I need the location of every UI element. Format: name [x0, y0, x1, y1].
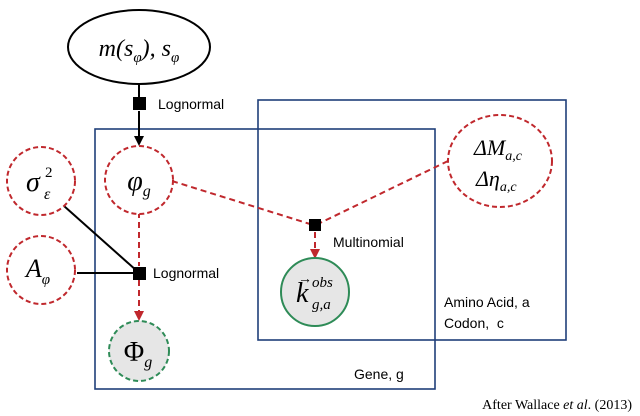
- node-phi: [104, 145, 174, 215]
- node-Phi-observed: [108, 320, 170, 382]
- node-sigma-sub: ε: [44, 186, 51, 203]
- factor-square-top: [133, 97, 146, 110]
- plate-amino-label-line1: Amino Acid, a: [444, 294, 530, 310]
- node-k-arrow: →: [298, 272, 312, 287]
- factor-label-top: Lognormal: [158, 96, 224, 112]
- node-deltaEta-label: Δηa,c: [475, 166, 517, 195]
- plate-gene-label: Gene, g: [354, 366, 404, 382]
- factor-label-multinomial: Multinomial: [333, 234, 404, 250]
- node-phi-label: φg: [127, 166, 151, 200]
- factor-label-bottom: Lognormal: [153, 265, 219, 281]
- node-delta: [447, 114, 553, 208]
- edge-sigma-to-factor: [63, 205, 138, 272]
- factor-square-multinomial: [309, 219, 321, 231]
- edge-delta-to-multinomial: [319, 160, 449, 224]
- edge-phi-to-multinomial: [171, 180, 311, 225]
- plate-amino-label-line2: Codon, c: [444, 315, 504, 331]
- node-sigma-sup: 2: [45, 165, 53, 181]
- node-k-base: k: [296, 278, 309, 309]
- plate-amino-codon: [257, 99, 567, 341]
- plate-gene: [94, 128, 436, 390]
- node-k-sub: g,a: [312, 297, 331, 313]
- node-deltaM-label: ΔMa,c: [473, 135, 523, 164]
- node-A-label: Aφ: [24, 254, 50, 288]
- node-hyper-prior: [67, 9, 211, 85]
- node-k-sup: obs: [312, 275, 333, 291]
- citation-credit: After Wallace et al. (2013): [482, 398, 632, 413]
- node-hyper-label: m(sφ), sφ: [99, 36, 180, 66]
- node-A: [6, 235, 76, 305]
- node-sigma: [6, 146, 76, 216]
- node-sigma-label: σ: [26, 167, 41, 198]
- factor-square-bottom: [133, 267, 146, 280]
- node-Phi-label: Φg: [124, 337, 152, 371]
- node-k-observed: [280, 257, 350, 327]
